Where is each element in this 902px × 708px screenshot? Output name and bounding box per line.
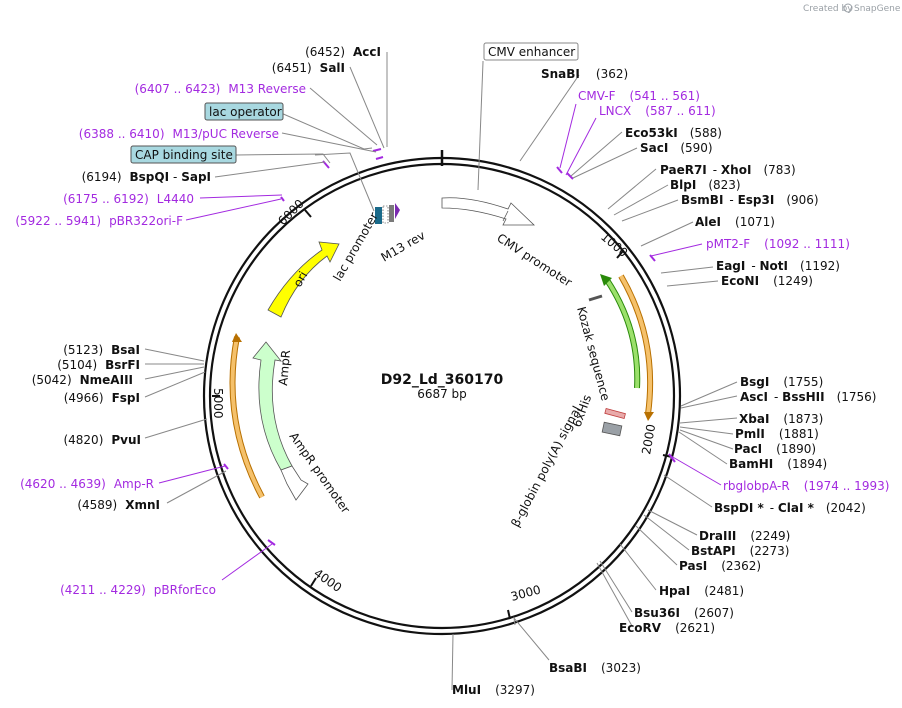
tick-6000 — [304, 209, 312, 218]
site-pmli: PmlI(1881) — [735, 427, 819, 441]
tick-4000 — [310, 577, 317, 587]
ori-label: ori — [290, 269, 310, 290]
orange-feature-right-arrowhead — [644, 412, 654, 421]
plasmid-name: D92_Ld_360170 — [381, 372, 504, 388]
tick-3000 — [507, 609, 511, 620]
site-draiii: DraIII(2249) — [699, 529, 790, 543]
cap-site-label: CAP binding site — [135, 148, 233, 162]
site-paci: PacI(1890) — [734, 442, 816, 456]
brand-text: SnapGene — [854, 4, 901, 14]
his6-mark — [604, 408, 626, 420]
site-cmv-f: CMV-F(541 .. 561) — [578, 89, 700, 103]
orange-feature-left-arrowhead — [232, 333, 242, 342]
site-amp-r: (4620 .. 4639)Amp-R — [20, 477, 154, 491]
cmv-enhancer-box — [483, 42, 579, 61]
kozak-label: Kozak sequence — [574, 305, 613, 402]
lac-operator-label: lac operator — [209, 105, 282, 119]
m13-rev-arrow — [395, 203, 400, 219]
ampr-promoter-arrow — [280, 465, 309, 501]
site-m13-puc-reverse: (6388 .. 6410)M13/pUC Reverse — [79, 127, 279, 141]
site-pbr322ori-f: (5922 .. 5941)pBR322ori-F — [15, 214, 183, 228]
site-pmt2-f: pMT2-F(1092 .. 1111) — [706, 237, 850, 251]
site-l4440: (6175 .. 6192)L4440 — [63, 192, 194, 206]
site-xbai: XbaI(1873) — [739, 412, 823, 426]
site-paer7i-xhoi: PaeR7I- XhoI(783) — [660, 163, 796, 177]
tick-label-2000: 2000 — [639, 423, 658, 456]
site-bsmbi-esp3i: BsmBI- Esp3I(906) — [681, 193, 819, 207]
site-salI: (6451)SalI — [272, 61, 345, 75]
site-hpai: HpaI(2481) — [659, 584, 744, 598]
lac-operator-block — [375, 207, 382, 224]
site-pvui: (4820)PvuI — [63, 433, 141, 447]
ori-arrow — [267, 241, 340, 318]
ampr-arrow — [252, 341, 293, 471]
tick-label-5000: 5000 — [211, 388, 225, 419]
site-ecorv: EcoRV(2621) — [619, 621, 715, 635]
cmv-enhancer-label: CMV enhancer — [488, 45, 575, 59]
site-snabi: SnaBI(362) — [541, 67, 628, 81]
site-bsai: (5123)BsaI — [63, 343, 140, 357]
site-bsgi: BsgI(1755) — [740, 375, 823, 389]
site-pbrforeco: (4211 .. 4229)pBRforEco — [60, 583, 216, 597]
bglobin-label: β-globin poly(A) signal — [508, 404, 584, 530]
lac-operator-box — [204, 102, 284, 121]
site-rbglobpa-r: rbglobpA-R(1974 .. 1993) — [723, 479, 889, 493]
kozak-mark — [588, 294, 603, 302]
site-fspi: (4966)FspI — [64, 391, 140, 405]
site-xmni: (4589)XmnI — [77, 498, 160, 512]
cap-site-block — [389, 205, 394, 222]
site-bsrfi: (5104)BsrFI — [57, 358, 140, 372]
green-feature-arrowhead — [600, 274, 612, 286]
cmv-promoter-label: CMV promoter — [494, 231, 574, 290]
cap-site-box — [130, 145, 237, 164]
site-blpi: BlpI(823) — [670, 178, 741, 192]
tick-1000 — [616, 250, 624, 259]
leader-lines — [144, 52, 738, 691]
site-bsu36i: Bsu36I(2607) — [634, 606, 734, 620]
site-m13-reverse: (6407 .. 6423)M13 Reverse — [135, 82, 306, 96]
site-lncx: LNCX(587 .. 611) — [599, 104, 716, 118]
site-alei: AleI(1071) — [695, 215, 775, 229]
site-bamhi: BamHI(1894) — [729, 457, 827, 471]
site-eco53ki: Eco53kI(588) — [625, 126, 722, 140]
site-bstapi: BstAPI(2273) — [691, 544, 789, 558]
m13-rev-label: M13 rev — [379, 228, 428, 264]
scale-ticks — [212, 209, 673, 620]
ampr-label: AmpR — [276, 349, 293, 386]
plasmid-length: 6687 bp — [417, 387, 467, 401]
site-asci-bsshii: AscI- BssHII(1756) — [740, 390, 876, 404]
site-econi: EcoNI(1249) — [721, 274, 813, 288]
credit-text: Created by — [803, 4, 853, 14]
site-saci: SacI(590) — [640, 141, 713, 155]
primer-marks — [223, 148, 676, 546]
tick-label-3000: 3000 — [509, 582, 542, 603]
site-eagi-noti: EagI- NotI(1192) — [716, 259, 840, 273]
lac-promoter-block — [382, 205, 389, 224]
snapgene-logo-icon — [843, 3, 853, 13]
site-bsabi: BsaBI(3023) — [549, 661, 641, 675]
site-bspdi-clai: BspDI *- ClaI *(2042) — [714, 501, 866, 515]
site-labels: (6452)AccI (6451)SalI (6407 .. 6423)M13 … — [15, 45, 889, 697]
site-pasi: PasI(2362) — [679, 559, 761, 573]
site-mlui: MluI(3297) — [452, 683, 535, 697]
site-nmeaiii: (5042)NmeAIII — [32, 373, 133, 387]
cmv-promoter-arrow — [441, 197, 535, 226]
bglobin-block — [601, 421, 623, 437]
site-accI: (6452)AccI — [305, 45, 381, 59]
site-bspqi-sapi: (6194)BspQI- SapI — [82, 170, 211, 184]
